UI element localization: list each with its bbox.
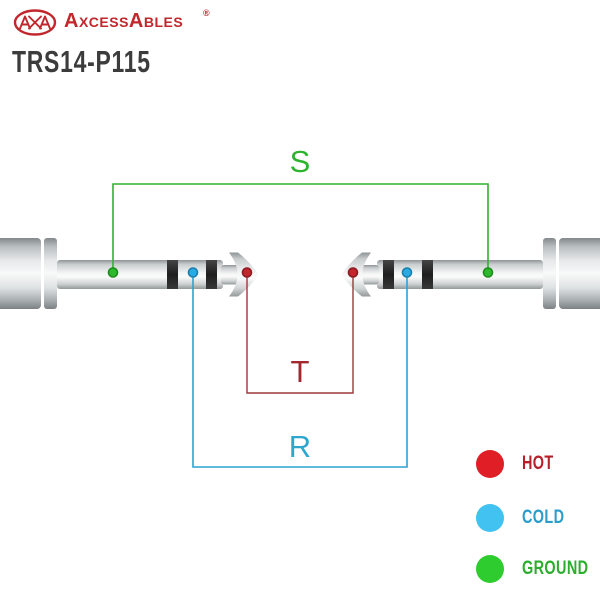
brand-logo-icon xyxy=(13,9,57,36)
wire-tip xyxy=(246,277,354,394)
label-ring: R xyxy=(289,429,311,464)
label-sleeve: S xyxy=(290,144,311,179)
solder-dot-sleeve-right xyxy=(482,267,494,278)
header: AxcessAbles ® TRS14-P115 xyxy=(0,0,600,90)
solder-dot-ring-left xyxy=(187,267,199,278)
solder-dot-tip-right xyxy=(347,267,359,278)
label-tip: T xyxy=(291,354,310,389)
wire-sleeve xyxy=(112,183,489,270)
solder-dot-sleeve-left xyxy=(107,267,119,278)
product-title: TRS14-P115 xyxy=(12,44,151,79)
registered-mark-icon: ® xyxy=(203,8,210,18)
brand-name: AxcessAbles xyxy=(64,10,184,32)
wire-ring xyxy=(192,277,408,468)
left-trs-plug xyxy=(0,238,258,309)
solder-dot-ring-right xyxy=(401,267,413,278)
solder-dot-tip-left xyxy=(241,267,253,278)
right-trs-plug xyxy=(342,238,600,309)
